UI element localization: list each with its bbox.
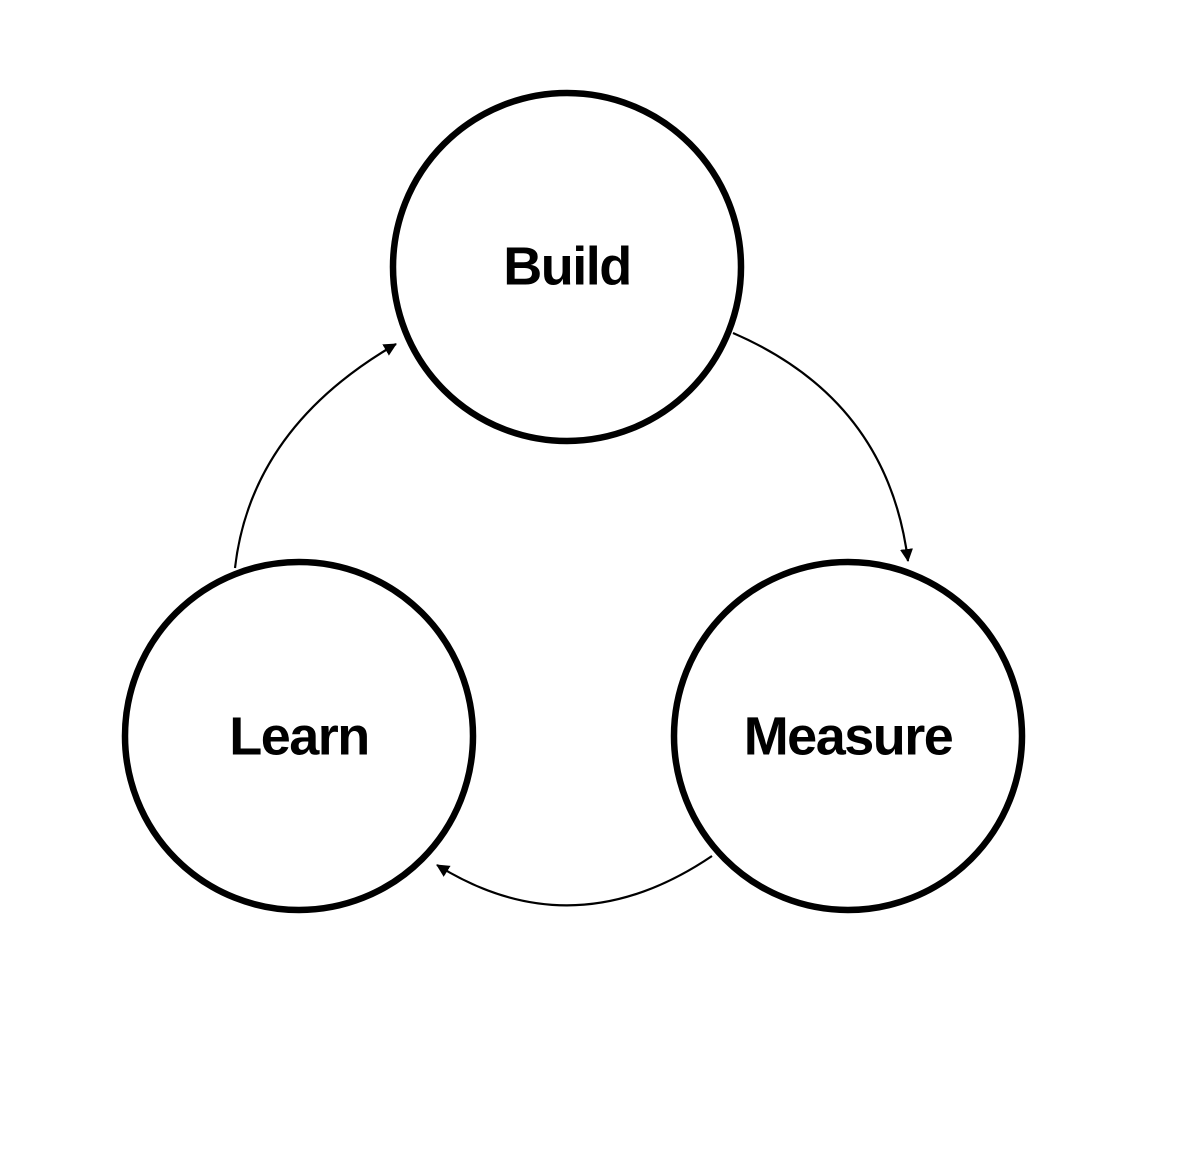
node-learn: Learn [121, 558, 477, 914]
edge-measure-to-learn-arrow [436, 855, 713, 907]
node-learn-label: Learn [229, 706, 369, 766]
node-measure-circle [670, 558, 1026, 914]
node-learn-circle [121, 558, 477, 914]
node-build-label: Build [503, 236, 630, 296]
node-build: Build [389, 89, 745, 445]
edge-build-to-measure-arrow [732, 331, 913, 562]
node-measure-label: Measure [744, 706, 953, 766]
node-measure: Measure [670, 558, 1026, 914]
node-build-circle [389, 89, 745, 445]
edge-learn-to-build-arrow [233, 343, 397, 569]
